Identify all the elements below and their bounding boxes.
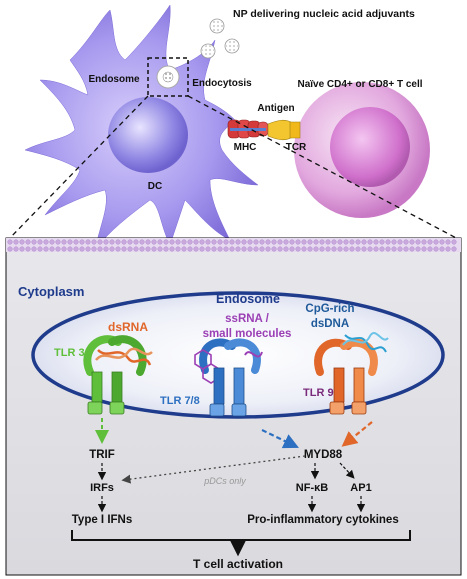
tcr-molecule [267, 119, 301, 141]
tlr9-label: TLR 9 [303, 387, 334, 399]
tlr78-to-myd88-arrow [261, 429, 299, 449]
proinflam-label: Pro-inflammatory cytokines [247, 514, 398, 526]
tlr3-receptor [83, 335, 153, 415]
mhc-molecule [227, 119, 269, 139]
mhc-label: MHC [234, 142, 257, 153]
t-cell [294, 82, 430, 218]
dc-label: DC [148, 181, 162, 192]
nfkb-label: NF-κB [296, 482, 328, 494]
dendritic-cell [24, 4, 259, 251]
cpg-label-2: dsDNA [311, 318, 349, 330]
zoom-line-left [7, 95, 149, 241]
ssrna-label-2: small molecules [203, 328, 292, 340]
tlr78-label: TLR 7/8 [160, 395, 200, 407]
myd88-to-irfs-arrow [121, 455, 306, 484]
zoom-box [147, 57, 189, 97]
tcell-activation-label: T cell activation [193, 557, 283, 571]
pdc-note: pDCs only [203, 476, 246, 486]
antigen-label: Antigen [257, 103, 294, 114]
cytoplasm-label: Cytoplasm [18, 284, 84, 299]
endosome-label: Endosome [88, 74, 140, 85]
endosome-title: Endosome [216, 292, 280, 306]
tlr9-to-myd88-arrow [341, 421, 373, 447]
myd88-to-ap1-arrow [339, 462, 355, 479]
tlr9-receptor [314, 332, 389, 415]
trif-label: TRIF [89, 449, 115, 461]
tcell-label: Naïve CD4+ or CD8+ T cell [297, 79, 422, 90]
ssrna-label-1: ssRNA / [225, 313, 269, 325]
dc-nucleus [108, 97, 188, 173]
type1-ifns-label: Type I IFNs [72, 514, 133, 526]
tcr-label: TCR [286, 142, 307, 153]
zoom-line-right [187, 95, 461, 241]
tlr78-receptor [194, 338, 263, 417]
dsrna-label: dsRNA [108, 320, 148, 334]
np-label: NP delivering nucleic acid adjuvants [233, 8, 415, 20]
cell-membrane [6, 238, 461, 252]
cpg-label-1: CpG-rich [305, 303, 354, 315]
endocytosis-label: Endocytosis [192, 78, 252, 89]
myd88-label: MYD88 [304, 449, 343, 461]
ap1-label: AP1 [350, 482, 371, 494]
convergence-bracket [71, 530, 411, 541]
nanoparticles [200, 18, 240, 59]
tlr3-label: TLR 3 [54, 347, 85, 359]
irfs-label: IRFs [90, 482, 114, 494]
